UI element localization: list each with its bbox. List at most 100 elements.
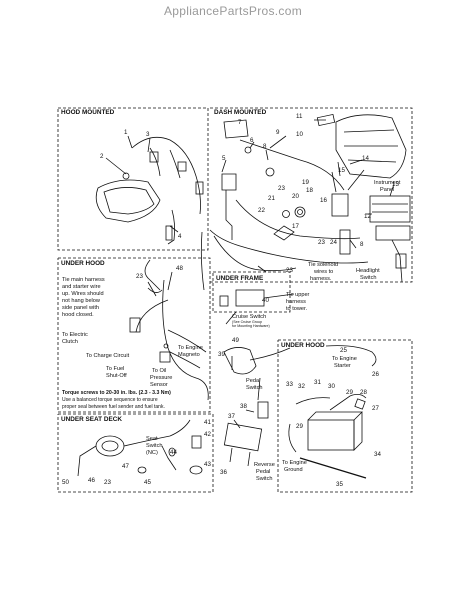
- callout-49: 49: [232, 337, 239, 344]
- label-upper-harness-1: Tie upper: [286, 292, 310, 298]
- callout-40: 40: [262, 297, 269, 304]
- label-engine-magneto-2: Magneto: [178, 352, 200, 358]
- label-fuel-shutoff-2: Shut-Off: [106, 373, 127, 379]
- label-engine-starter-2: Starter: [334, 363, 351, 369]
- battery: [307, 419, 355, 451]
- label-fuel-shutoff-1: To Fuel: [106, 366, 124, 372]
- callout-29a: 29: [346, 389, 353, 396]
- label-electric-clutch-2: Clutch: [62, 339, 78, 345]
- section-under-hood-right: UNDER HOOD: [281, 342, 325, 349]
- callout-29b: 29: [296, 423, 303, 430]
- label-torque-2: Use a balanced torque sequence to ensure: [62, 397, 158, 403]
- callout-6: 6: [250, 137, 254, 144]
- callout-39: 39: [218, 351, 225, 358]
- callout-45: 45: [144, 479, 151, 486]
- label-tie-main-6: hood closed.: [62, 312, 94, 318]
- label-instrument-panel-2: Panel: [380, 187, 394, 193]
- label-solenoid-3: harness.: [310, 276, 332, 282]
- callout-2: 2: [100, 153, 104, 160]
- callout-44: 44: [170, 449, 177, 456]
- callout-18: 18: [306, 187, 313, 194]
- callout-50: 50: [62, 479, 69, 486]
- label-tie-main-3: up. Wires should: [62, 291, 104, 297]
- callout-19: 19: [302, 179, 309, 186]
- label-oil-pressure-1: To Oil: [152, 368, 166, 374]
- label-torque-1: Torque screws to 20-30 in. lbs. (2.3 - 3…: [62, 390, 171, 396]
- callout-14: 14: [362, 155, 369, 162]
- callout-11: 11: [296, 113, 303, 120]
- frame-hood-mounted: [57, 107, 209, 251]
- frame-under-hood-right: [277, 339, 413, 493]
- site-watermark: AppliancePartsPros.com: [164, 4, 302, 18]
- callout-30: 30: [328, 383, 335, 390]
- frame-under-seat-deck: [57, 413, 214, 493]
- callout-4: 4: [178, 233, 182, 240]
- label-tie-main-2: and starter wire: [62, 284, 101, 290]
- label-pedal-switch-1: Pedal: [246, 378, 260, 384]
- callout-9: 9: [276, 129, 280, 136]
- callout-33: 33: [286, 381, 293, 388]
- label-pedal-switch-2: Switch: [246, 385, 262, 391]
- label-seat-switch-1: Seat: [146, 436, 158, 442]
- label-tie-main-1: Tie main harness: [62, 277, 105, 283]
- label-cruise-switch: Cruise Switch: [232, 314, 266, 320]
- headlight-lens: [95, 179, 161, 223]
- callout-22: 22: [258, 207, 265, 214]
- dash-panel: [335, 114, 407, 179]
- callout-13: 13: [392, 181, 399, 188]
- callout-8a: 8: [263, 143, 267, 150]
- label-cruise-note-2: for Mounting Hardware): [232, 324, 270, 328]
- section-dash-mounted: DASH MOUNTED: [214, 109, 267, 116]
- label-electric-clutch-1: To Electric: [62, 332, 88, 338]
- label-cruise-note-1: (See Cruise Group: [232, 320, 262, 324]
- label-tie-main-5: side panel with: [62, 305, 99, 311]
- label-reverse-switch-3: Switch: [256, 476, 272, 482]
- callout-25: 25: [340, 347, 347, 354]
- callout-23d: 23: [136, 273, 143, 280]
- callout-37: 37: [228, 413, 235, 420]
- label-oil-pressure-3: Sensor: [150, 382, 168, 388]
- callout-27: 27: [372, 405, 379, 412]
- callout-26: 26: [372, 371, 379, 378]
- callout-23a: 23: [278, 185, 285, 192]
- callout-46: 46: [88, 477, 95, 484]
- callout-43: 43: [204, 461, 211, 468]
- label-upper-harness-3: to tower.: [286, 306, 308, 312]
- section-under-seat-deck: UNDER SEAT DECK: [61, 416, 122, 423]
- main-harness: [135, 259, 209, 401]
- callout-34: 34: [374, 451, 381, 458]
- label-headlight-switch-1: Headlight: [356, 268, 380, 274]
- callout-3: 3: [146, 131, 150, 138]
- label-reverse-switch-2: Pedal: [256, 469, 270, 475]
- callout-41: 41: [204, 419, 211, 426]
- label-oil-pressure-2: Pressure: [150, 375, 172, 381]
- callout-17: 17: [292, 223, 299, 230]
- label-solenoid-1: Tie solenoid: [308, 262, 338, 268]
- frame-under-hood-left: [57, 257, 211, 413]
- label-engine-ground-2: Ground: [284, 467, 303, 473]
- callout-16: 16: [320, 197, 327, 204]
- callout-7: 7: [238, 119, 242, 126]
- callout-31: 31: [314, 379, 321, 386]
- callout-47: 47: [122, 463, 129, 470]
- label-engine-starter-1: To Engine: [332, 356, 357, 362]
- callout-32: 32: [298, 383, 305, 390]
- label-upper-harness-2: harness: [286, 299, 306, 305]
- label-seat-switch-3: (NC): [146, 450, 158, 456]
- callout-36: 36: [220, 469, 227, 476]
- label-seat-switch-2: Switch: [146, 443, 162, 449]
- headlight-harness: [131, 136, 201, 215]
- section-under-hood-left: UNDER HOOD: [61, 260, 105, 267]
- callout-35: 35: [336, 481, 343, 488]
- label-tie-main-4: not hang below: [62, 298, 101, 304]
- section-under-frame: UNDER FRAME: [216, 275, 264, 282]
- callout-12: 12: [364, 213, 371, 220]
- frame-dash-mounted: [210, 107, 413, 283]
- label-charge-circuit: To Charge Circuit: [86, 353, 130, 359]
- frame-under-frame: [212, 271, 291, 313]
- callout-28: 28: [360, 389, 367, 396]
- callout-5: 5: [222, 155, 226, 162]
- callout-38: 38: [240, 403, 247, 410]
- section-hood-mounted: HOOD MOUNTED: [61, 109, 115, 116]
